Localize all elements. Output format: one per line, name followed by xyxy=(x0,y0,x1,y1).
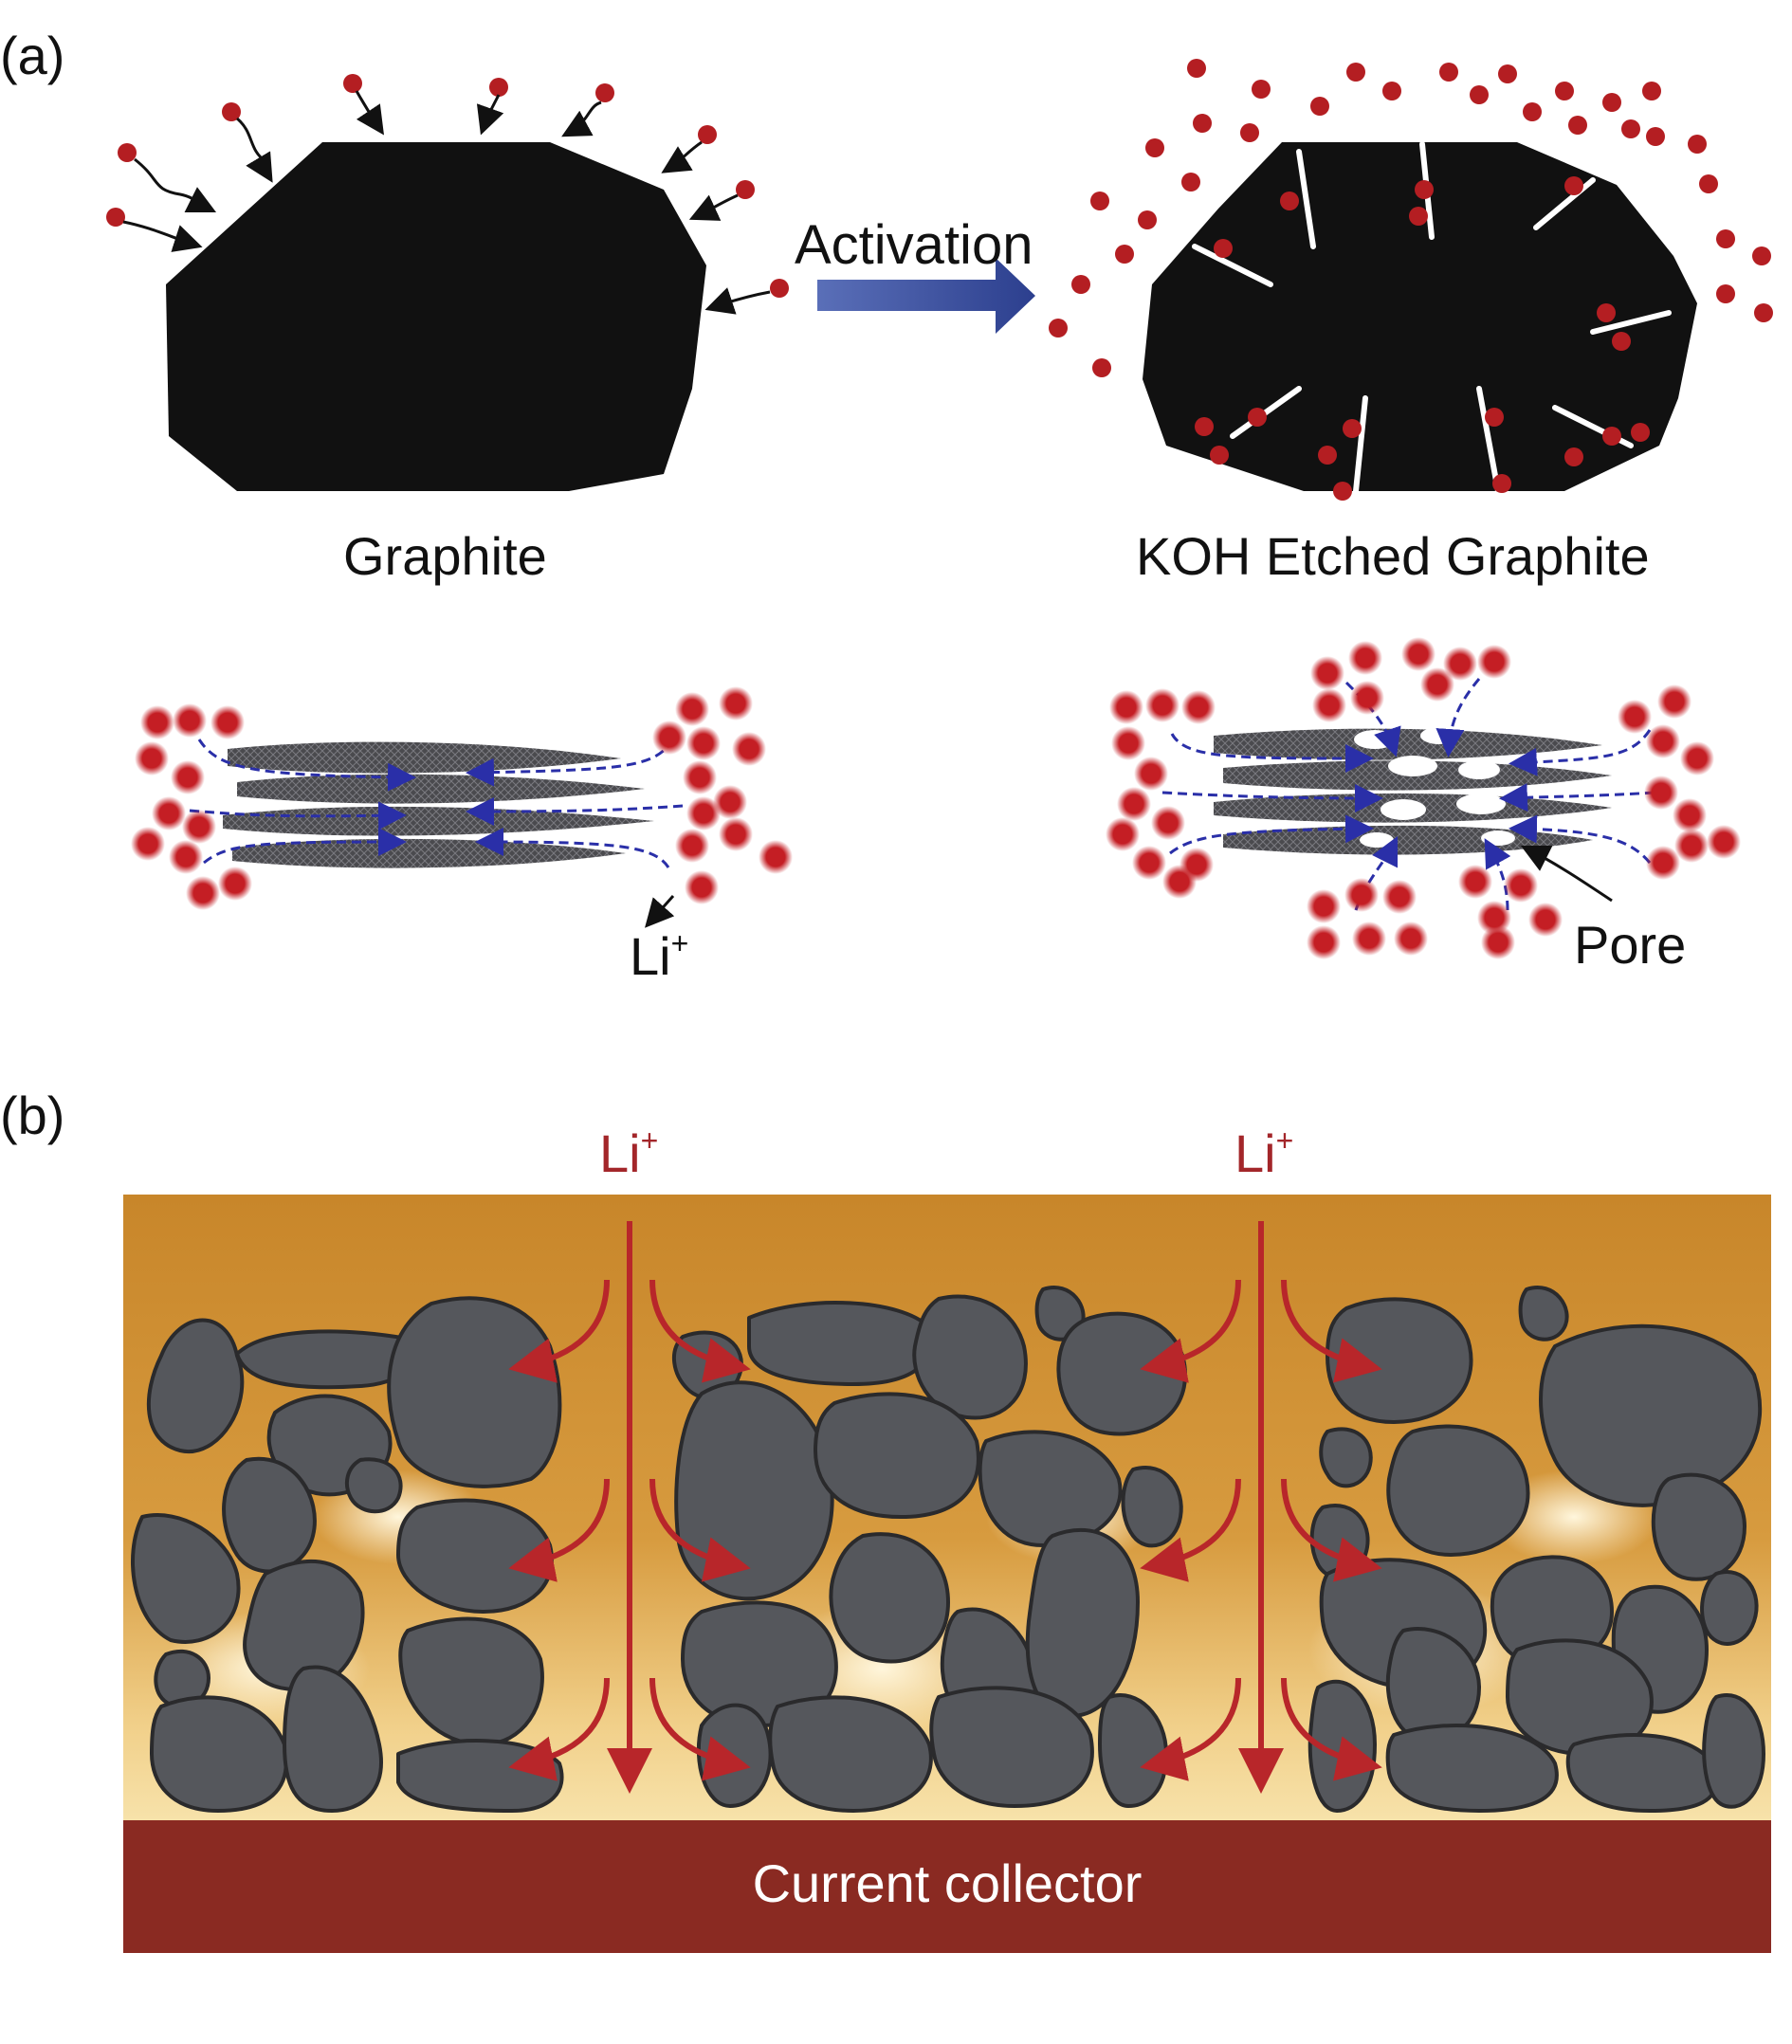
right-arrow-icon xyxy=(817,258,1035,334)
li-migration-arrows xyxy=(508,1221,1382,1794)
porous-graphite-layers xyxy=(1214,727,1612,855)
li-pointer xyxy=(645,895,675,928)
li-ions-right xyxy=(1106,637,1741,959)
ion-dot-icon xyxy=(343,74,362,93)
graphite-caption: Graphite xyxy=(343,526,547,586)
panel-a-label: (a) xyxy=(0,26,64,85)
etched-graphite xyxy=(1143,141,1697,494)
li-label-right: Li+ xyxy=(1234,1123,1293,1183)
approaching-ions xyxy=(106,74,789,298)
graphite-layers-left xyxy=(223,741,654,868)
li-label-left: Li+ xyxy=(599,1123,658,1183)
graphite-particle xyxy=(166,142,706,491)
etched-graphite-caption: KOH Etched Graphite xyxy=(1136,526,1650,586)
panel-b-label: (b) xyxy=(0,1086,64,1145)
ion-dot-icon xyxy=(118,143,137,162)
pore-pointer xyxy=(1520,845,1613,903)
activation-label: Activation xyxy=(795,214,1033,276)
ion-dot-icon xyxy=(698,125,717,144)
li-ions-left xyxy=(131,686,793,910)
ion-dot-icon xyxy=(770,279,789,298)
li-flow-arrows-right xyxy=(1161,678,1655,911)
current-collector xyxy=(123,1820,1771,1953)
activation-arrow: Activation xyxy=(795,214,1035,334)
ion-dot-icon xyxy=(736,180,755,199)
ion-dot-icon xyxy=(222,102,241,121)
li-flow-arrows-left xyxy=(189,739,684,868)
ion-dot-icon xyxy=(489,78,508,97)
surrounding-ions xyxy=(1049,59,1773,501)
approach-arrows xyxy=(122,90,771,315)
pore-label: Pore xyxy=(1574,915,1686,975)
li-ion-label: Li+ xyxy=(630,926,688,986)
ion-dot-icon xyxy=(106,208,125,227)
ion-dot-icon xyxy=(595,83,614,102)
current-collector-label: Current collector xyxy=(753,1853,1143,1913)
